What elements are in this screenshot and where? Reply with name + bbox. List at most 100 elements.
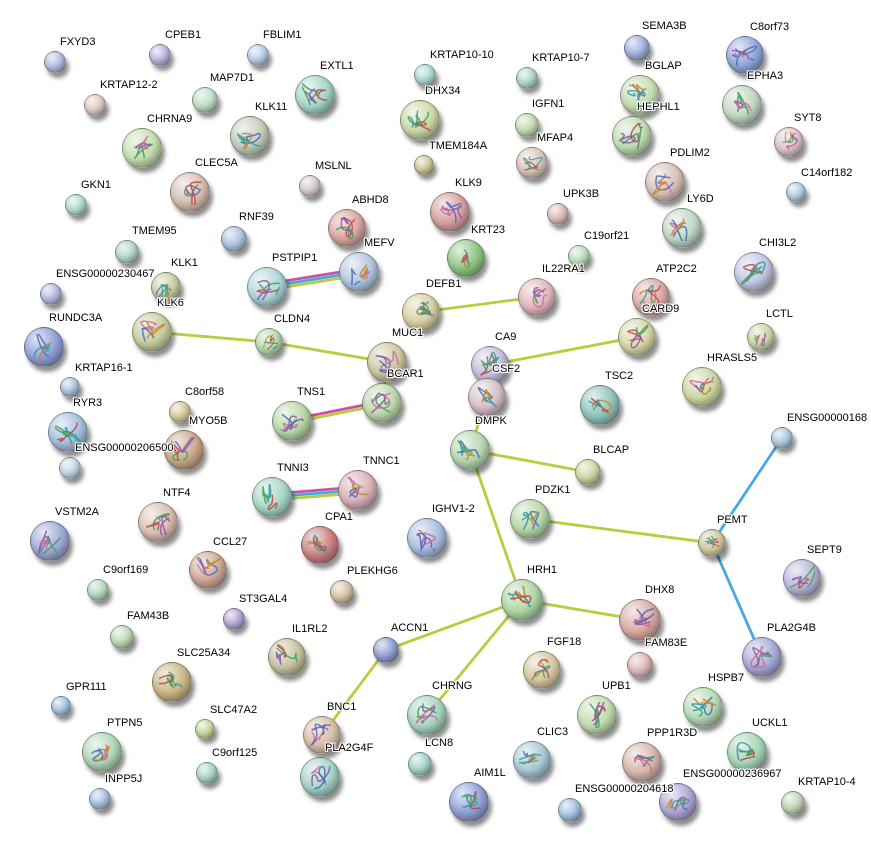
- protein-node-MYO5B[interactable]: [164, 430, 204, 470]
- protein-node-UPK3B[interactable]: [547, 203, 569, 225]
- protein-node-IL1RL2[interactable]: [268, 638, 306, 676]
- protein-node-MEFV[interactable]: [339, 252, 379, 292]
- protein-node-INPP5J[interactable]: [89, 788, 111, 810]
- protein-node-PTPN5[interactable]: [82, 732, 122, 772]
- protein-node-ATP2C2[interactable]: [632, 278, 670, 316]
- protein-node-KLK9[interactable]: [430, 192, 470, 232]
- protein-node-GKN1[interactable]: [65, 194, 87, 216]
- protein-node-ACCN1[interactable]: [373, 637, 399, 663]
- protein-node-ENSG00000230467[interactable]: [40, 283, 62, 305]
- protein-node-TSC2[interactable]: [580, 385, 620, 425]
- protein-node-CSF2[interactable]: [468, 378, 506, 416]
- protein-node-SLC25A34[interactable]: [152, 662, 192, 702]
- protein-node-CLIC3[interactable]: [513, 741, 551, 779]
- protein-node-CLDN4[interactable]: [255, 328, 283, 356]
- protein-node-GPR111[interactable]: [51, 696, 71, 716]
- protein-node-KRTAP10-10[interactable]: [414, 64, 436, 86]
- protein-node-RNF39[interactable]: [221, 226, 247, 252]
- protein-node-KRTAP16-1[interactable]: [60, 377, 80, 397]
- protein-node-PLA2G4F[interactable]: [300, 757, 340, 797]
- protein-node-CHI3L2[interactable]: [734, 252, 774, 292]
- protein-node-HRASLS5[interactable]: [682, 367, 722, 407]
- protein-node-CA9[interactable]: [471, 346, 509, 384]
- interaction-edge-CA9-CARD9[interactable]: [488, 335, 639, 367]
- protein-node-DEFB1[interactable]: [402, 293, 440, 331]
- protein-node-TNNI3[interactable]: [252, 477, 292, 517]
- protein-node-ENSG00000236967[interactable]: [659, 783, 697, 821]
- interaction-edge-DEFB1-IL22RA1[interactable]: [419, 295, 539, 314]
- protein-node-DHX34[interactable]: [400, 100, 440, 140]
- protein-node-SEMA3B[interactable]: [624, 35, 650, 61]
- interaction-edge-PDZK1-PEMT[interactable]: [528, 517, 714, 545]
- protein-node-DHX8[interactable]: [619, 599, 661, 641]
- protein-node-EPHA3[interactable]: [722, 85, 762, 125]
- protein-node-RYR3[interactable]: [48, 412, 88, 452]
- protein-node-CPEB1[interactable]: [149, 44, 171, 66]
- protein-node-KLK6[interactable]: [132, 312, 172, 352]
- interaction-edge-HRH1-ACCN1[interactable]: [384, 598, 524, 652]
- protein-node-UCKL1[interactable]: [727, 732, 767, 772]
- protein-node-PSTPIP1[interactable]: [247, 267, 287, 307]
- protein-node-FXYD3[interactable]: [44, 51, 66, 73]
- protein-node-TNNC1[interactable]: [338, 470, 378, 510]
- protein-node-ABHD8[interactable]: [328, 209, 366, 247]
- protein-node-CHRNA9[interactable]: [122, 128, 162, 168]
- protein-node-PPP1R3D[interactable]: [622, 742, 662, 782]
- protein-node-C9orf169[interactable]: [87, 579, 109, 601]
- protein-node-ENSG00000204618[interactable]: [558, 798, 582, 822]
- interaction-edge-DMPK-HRH1[interactable]: [468, 448, 524, 602]
- protein-node-FAM83E[interactable]: [627, 652, 653, 678]
- protein-node-C8orf58[interactable]: [169, 401, 191, 423]
- protein-node-FGF18[interactable]: [523, 651, 561, 689]
- protein-node-SLC47A2[interactable]: [195, 719, 215, 739]
- protein-node-HSPB7[interactable]: [683, 687, 723, 727]
- protein-node-CLEC5A[interactable]: [170, 172, 210, 212]
- protein-node-PLA2G4B[interactable]: [742, 637, 782, 677]
- protein-node-MUC1[interactable]: [367, 342, 407, 382]
- protein-node-PDZK1[interactable]: [510, 499, 550, 539]
- interaction-edge-PEMT-ENSG00000168[interactable]: [710, 436, 784, 545]
- protein-node-KRTAP10-4[interactable]: [781, 791, 805, 815]
- protein-node-LCN8[interactable]: [408, 752, 432, 776]
- protein-node-TMEM184A[interactable]: [414, 155, 434, 175]
- protein-node-MSLNL[interactable]: [299, 175, 321, 197]
- protein-node-UPB1[interactable]: [577, 695, 617, 735]
- protein-node-BGLAP[interactable]: [620, 75, 660, 115]
- protein-node-NTF4[interactable]: [138, 502, 178, 542]
- protein-node-C14orf182[interactable]: [786, 182, 806, 202]
- protein-node-HRH1[interactable]: [501, 579, 543, 621]
- protein-node-CCL27[interactable]: [189, 551, 227, 589]
- protein-node-LCTL[interactable]: [747, 323, 775, 351]
- protein-node-SEPT9[interactable]: [783, 559, 821, 597]
- protein-node-PEMT[interactable]: [698, 529, 726, 557]
- protein-node-IL22RA1[interactable]: [518, 278, 556, 316]
- protein-node-IGFN1[interactable]: [515, 113, 539, 137]
- protein-node-DMPK[interactable]: [450, 430, 490, 470]
- protein-node-EXTL1[interactable]: [295, 75, 335, 115]
- protein-node-PDLIM2[interactable]: [645, 162, 685, 202]
- protein-node-KRT23[interactable]: [447, 239, 485, 277]
- protein-node-C19orf21[interactable]: [568, 245, 590, 267]
- protein-node-MAP7D1[interactable]: [192, 87, 218, 113]
- protein-node-CARD9[interactable]: [618, 318, 656, 356]
- protein-node-TMEM95[interactable]: [115, 240, 139, 264]
- protein-node-IGHV1-2[interactable]: [407, 518, 447, 558]
- protein-node-KLK1[interactable]: [151, 272, 181, 302]
- protein-node-BCAR1[interactable]: [362, 383, 402, 423]
- protein-node-ST3GAL4[interactable]: [223, 608, 245, 630]
- protein-node-KRTAP10-7[interactable]: [516, 67, 538, 89]
- interaction-edge-HRH1-CHRNG[interactable]: [425, 598, 524, 717]
- protein-node-PLEKHG6[interactable]: [330, 580, 354, 604]
- protein-node-BLCAP[interactable]: [575, 459, 601, 485]
- protein-node-C8orf73[interactable]: [726, 36, 764, 74]
- protein-node-RUNDC3A[interactable]: [24, 327, 64, 367]
- protein-node-VSTM2A[interactable]: [30, 521, 70, 561]
- protein-node-FBLIM1[interactable]: [247, 44, 269, 66]
- protein-node-TNS1[interactable]: [272, 401, 312, 441]
- protein-node-ENSG00000206500[interactable]: [59, 457, 81, 479]
- protein-node-CHRNG[interactable]: [407, 695, 447, 735]
- protein-node-LY6D[interactable]: [662, 208, 702, 248]
- protein-node-CPA1[interactable]: [301, 526, 339, 564]
- protein-node-ENSG00000168[interactable]: [771, 427, 793, 449]
